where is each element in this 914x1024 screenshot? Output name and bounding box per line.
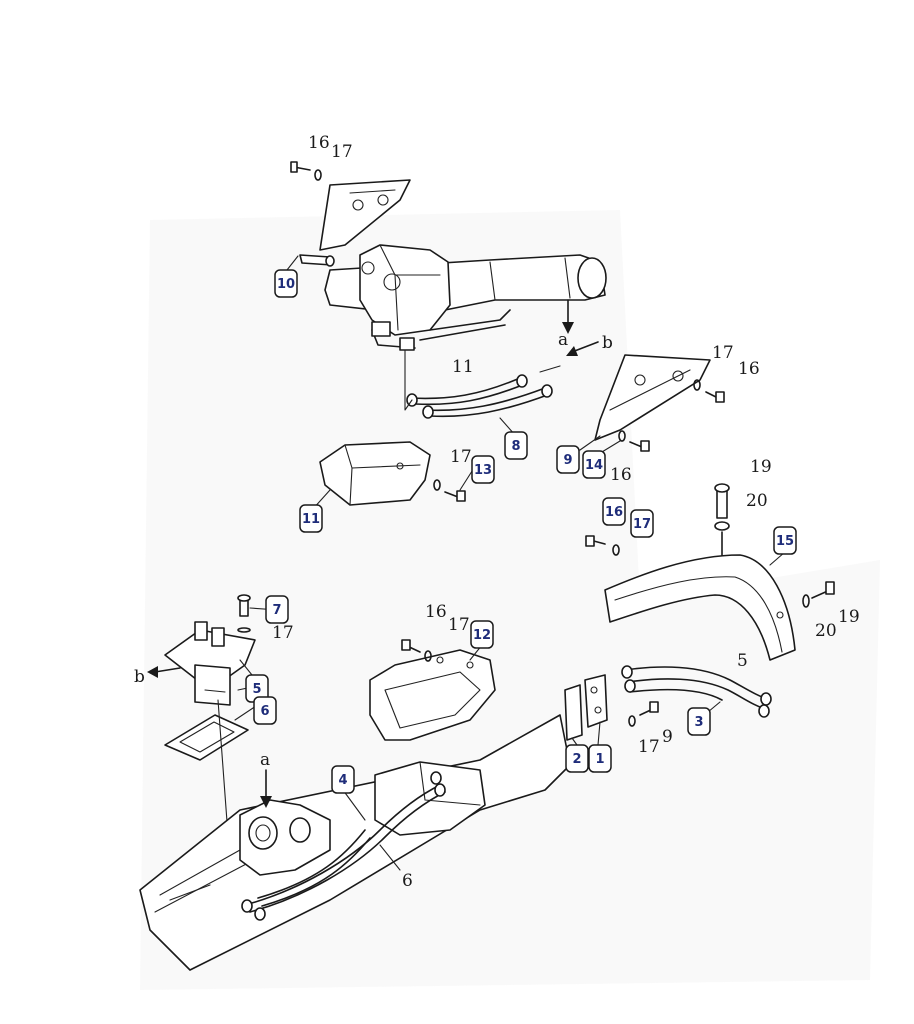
boom-lower-assembly xyxy=(139,639,772,971)
callouts-boxed: 10 8 9 14 13 11 16 17 15 7 5 6 12 2 1 3 … xyxy=(245,269,797,794)
callout-6-boxed: 6 xyxy=(253,696,277,725)
label-20-top: 20 xyxy=(746,491,768,511)
callout-10: 10 xyxy=(274,269,298,298)
label-16-right: 16 xyxy=(738,359,760,379)
callout-7: 7 xyxy=(265,595,289,624)
svg-text:9: 9 xyxy=(563,453,572,468)
svg-text:10: 10 xyxy=(277,277,295,292)
callout-2: 2 xyxy=(565,744,589,773)
label-17-right: 17 xyxy=(712,343,734,363)
label-19-top: 19 xyxy=(750,457,772,477)
label-20-right: 20 xyxy=(815,621,837,641)
svg-text:6: 6 xyxy=(260,704,269,719)
arrow-b-left xyxy=(147,666,181,678)
svg-text:1: 1 xyxy=(595,752,604,767)
label-17-left: 17 xyxy=(272,623,294,643)
arrow-b-top xyxy=(566,341,599,356)
upper-arm-assembly xyxy=(290,161,607,419)
svg-text:15: 15 xyxy=(776,534,794,549)
callouts-plain: 16 17 11 b a 17 16 16 17 19 20 20 19 17 … xyxy=(134,133,860,891)
svg-text:4: 4 xyxy=(338,773,347,788)
callout-3: 3 xyxy=(687,707,711,736)
label-5-right: 5 xyxy=(737,651,748,671)
callout-8: 8 xyxy=(504,431,528,460)
svg-text:13: 13 xyxy=(474,463,492,478)
svg-text:12: 12 xyxy=(473,628,491,643)
svg-text:7: 7 xyxy=(272,603,281,618)
svg-text:16: 16 xyxy=(605,505,623,520)
label-19-right: 19 xyxy=(838,607,860,627)
callout-11-lower: 11 xyxy=(299,504,323,533)
cover-part-11 xyxy=(319,441,466,506)
label-17-bottom: 17 xyxy=(638,737,660,757)
label-a-top: a xyxy=(558,330,568,350)
label-b-top: b xyxy=(602,333,613,353)
callout-12: 12 xyxy=(470,620,494,649)
svg-text:11: 11 xyxy=(302,512,320,527)
label-b-left: b xyxy=(134,667,145,687)
label-17-lower: 17 xyxy=(448,615,470,635)
label-11-hose: 11 xyxy=(452,357,474,377)
svg-text:8: 8 xyxy=(511,439,520,454)
svg-text:14: 14 xyxy=(585,458,603,473)
label-16-lower: 16 xyxy=(425,602,447,622)
valve-bracket-left xyxy=(164,594,263,931)
svg-text:2: 2 xyxy=(572,752,581,767)
svg-text:3: 3 xyxy=(694,715,703,730)
arrow-a-top xyxy=(562,299,574,334)
label-6-lower: 6 xyxy=(402,871,413,891)
fender-part-15 xyxy=(585,483,835,661)
label-9-bottom: 9 xyxy=(662,727,673,747)
label-17-mid: 17 xyxy=(450,447,472,467)
label-a-lower: a xyxy=(260,750,270,770)
callout-1: 1 xyxy=(588,744,612,773)
label-17-top: 17 xyxy=(331,142,353,162)
arrow-a-lower xyxy=(260,769,272,808)
callout-16-boxed: 16 xyxy=(602,497,626,526)
bracket-plate-right xyxy=(594,354,725,452)
callout-9: 9 xyxy=(556,445,580,474)
label-16-mid: 16 xyxy=(610,465,632,485)
callout-4: 4 xyxy=(331,765,355,794)
callout-17-boxed: 17 xyxy=(630,509,654,538)
callout-14: 14 xyxy=(582,450,606,479)
svg-text:17: 17 xyxy=(633,517,651,532)
callout-15: 15 xyxy=(773,526,797,555)
callout-13: 13 xyxy=(471,455,495,484)
label-16-top: 16 xyxy=(308,133,330,153)
svg-text:5: 5 xyxy=(252,682,261,697)
